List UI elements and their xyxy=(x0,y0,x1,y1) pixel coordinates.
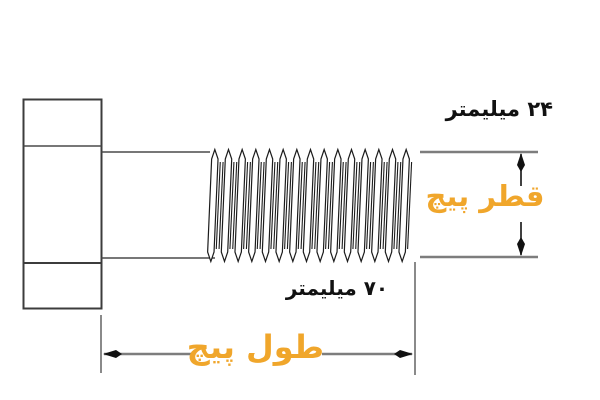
thread-tooth xyxy=(289,147,301,264)
length-dimension xyxy=(100,262,416,375)
thread-root-line xyxy=(232,161,238,250)
thread-root-line xyxy=(311,161,317,250)
thread-root-line xyxy=(218,161,224,250)
arrow-down-icon xyxy=(517,237,525,256)
diameter-name-label: قطر پیچ xyxy=(425,179,545,213)
arrow-up-icon xyxy=(517,153,525,172)
thread-tooth xyxy=(316,147,328,264)
thread-tooth xyxy=(207,147,219,264)
arrow-right-icon xyxy=(394,350,413,358)
thread-tooth xyxy=(261,147,274,264)
length-name-label: طول پیچ xyxy=(186,328,324,366)
thread-root-line xyxy=(300,161,306,250)
thread-root-line xyxy=(314,161,320,250)
thread-tooth xyxy=(371,147,383,264)
thread-root-line xyxy=(286,161,292,250)
thread-root-line xyxy=(273,161,279,250)
bolt-shank xyxy=(101,151,215,259)
thread-root-line xyxy=(270,161,276,250)
diameter-value-label: ۲۴ میلیمتر xyxy=(445,97,553,121)
thread-root-line xyxy=(245,161,251,250)
thread-root-line xyxy=(382,161,388,250)
thread-root-line xyxy=(368,161,374,250)
length-value-label: ۷۰ میلیمتر xyxy=(285,276,389,300)
thread-tooth xyxy=(275,147,287,264)
thread-root-line xyxy=(243,161,249,250)
thread-root-line xyxy=(352,161,358,250)
thread-tooth xyxy=(384,147,397,264)
bolt-head xyxy=(22,98,103,310)
thread-root-line xyxy=(379,161,385,250)
thread-root-line xyxy=(215,161,221,250)
thread-tooth xyxy=(343,147,356,264)
thread-root-line xyxy=(229,161,235,250)
thread-root-line xyxy=(393,161,399,250)
diameter-dimension xyxy=(420,150,538,259)
thread-tooth xyxy=(220,147,233,264)
thread-root-line xyxy=(327,161,333,250)
thread-tooth xyxy=(357,147,369,264)
thread-tooth xyxy=(248,147,260,264)
thread-root-line xyxy=(341,161,347,250)
thread-root-line xyxy=(338,161,344,250)
thread-tooth xyxy=(234,147,246,264)
thread-root-line xyxy=(355,161,361,250)
thread-root-line xyxy=(325,161,331,250)
thread-root-line xyxy=(366,161,372,250)
thread-tooth xyxy=(398,147,410,264)
thread-tooth xyxy=(330,147,342,264)
thread-root-line xyxy=(284,161,290,250)
arrow-left-icon xyxy=(103,350,122,358)
thread-tooth xyxy=(302,147,315,264)
thread-root-line xyxy=(396,161,402,250)
bolt-head-outline xyxy=(22,98,103,310)
bolt-threads xyxy=(207,147,413,264)
thread-root-line xyxy=(259,161,265,250)
thread-root-line xyxy=(407,161,413,250)
thread-root-line xyxy=(256,161,262,250)
thread-root-line xyxy=(297,161,303,250)
